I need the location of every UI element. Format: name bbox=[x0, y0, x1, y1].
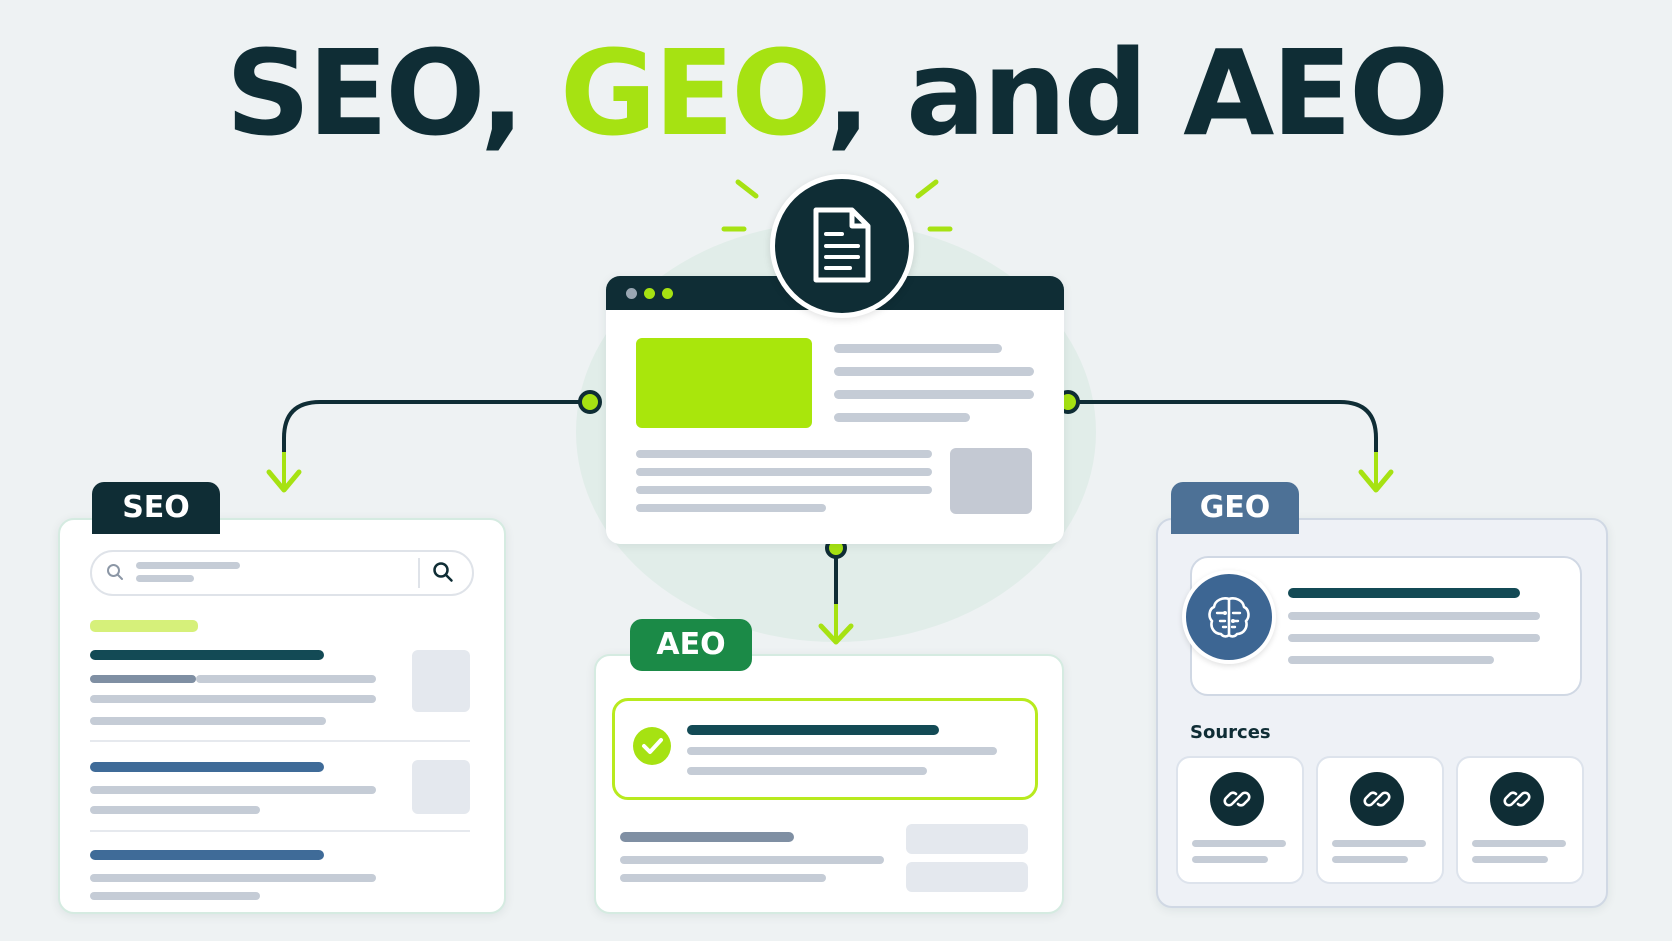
ai-answer-line bbox=[1288, 656, 1494, 664]
ai-answer-card bbox=[1182, 556, 1582, 696]
title-rest: , and AEO bbox=[826, 24, 1449, 162]
result-thumbnail bbox=[412, 760, 470, 814]
featured-highlight bbox=[90, 620, 198, 632]
geo-label: GEO bbox=[1171, 482, 1299, 534]
divider bbox=[90, 740, 470, 742]
source-line bbox=[1332, 856, 1408, 863]
title-seo: SEO, bbox=[225, 24, 525, 162]
result-snippet bbox=[196, 675, 376, 683]
window-dot bbox=[644, 288, 655, 299]
seo-panel bbox=[58, 518, 506, 914]
source-line bbox=[1332, 840, 1426, 847]
text-line bbox=[834, 390, 1034, 399]
related-block bbox=[906, 862, 1028, 892]
answer-box bbox=[612, 698, 1038, 800]
source-line bbox=[1192, 856, 1268, 863]
aeo-label: AEO bbox=[630, 619, 752, 671]
title-geo: GEO bbox=[559, 24, 829, 162]
result-url bbox=[90, 675, 196, 683]
answer-line bbox=[687, 767, 927, 775]
aeo-panel bbox=[594, 654, 1064, 914]
search-icon bbox=[107, 564, 123, 580]
result-thumbnail bbox=[412, 650, 470, 712]
source-line bbox=[1472, 840, 1566, 847]
result-title[interactable] bbox=[90, 762, 324, 772]
related-block bbox=[906, 824, 1028, 854]
checkmark-icon bbox=[633, 727, 671, 765]
query-line bbox=[136, 562, 240, 569]
result-snippet bbox=[90, 892, 260, 900]
link-icon bbox=[1210, 772, 1264, 826]
ai-answer-title bbox=[1288, 588, 1520, 598]
document-icon bbox=[770, 174, 914, 318]
related-line bbox=[620, 856, 884, 864]
search-bar[interactable] bbox=[90, 550, 474, 596]
result-snippet bbox=[90, 874, 376, 882]
thumbnail-image bbox=[950, 448, 1032, 514]
text-line bbox=[834, 344, 1002, 353]
window-dot bbox=[662, 288, 673, 299]
query-line bbox=[136, 575, 194, 582]
hero-image-block bbox=[636, 338, 812, 428]
related-title bbox=[620, 832, 794, 842]
result-title[interactable] bbox=[90, 650, 324, 660]
text-line bbox=[636, 486, 932, 494]
source-card[interactable] bbox=[1316, 756, 1444, 884]
result-snippet bbox=[90, 695, 376, 703]
ai-answer-line bbox=[1288, 634, 1540, 642]
source-line bbox=[1472, 856, 1548, 863]
source-card[interactable] bbox=[1456, 756, 1584, 884]
text-line bbox=[636, 504, 826, 512]
link-icon bbox=[1350, 772, 1404, 826]
text-line bbox=[636, 450, 932, 458]
seo-label: SEO bbox=[92, 482, 220, 534]
text-line bbox=[834, 367, 1034, 376]
result-snippet bbox=[90, 806, 260, 814]
geo-panel: Sources bbox=[1156, 518, 1608, 908]
ai-answer-line bbox=[1288, 612, 1540, 620]
magnifier-icon[interactable] bbox=[432, 561, 454, 583]
result-title[interactable] bbox=[90, 850, 324, 860]
answer-title bbox=[687, 725, 939, 735]
divider bbox=[90, 830, 470, 832]
result-snippet bbox=[90, 717, 326, 725]
result-snippet bbox=[90, 786, 376, 794]
source-line bbox=[1192, 840, 1286, 847]
brain-icon bbox=[1182, 570, 1276, 664]
search-divider bbox=[418, 558, 420, 588]
window-dot bbox=[626, 288, 637, 299]
link-icon bbox=[1490, 772, 1544, 826]
text-line bbox=[636, 468, 932, 476]
sources-label: Sources bbox=[1190, 722, 1271, 743]
answer-line bbox=[687, 747, 997, 755]
source-card[interactable] bbox=[1176, 756, 1304, 884]
page-title: SEO, GEO, and AEO bbox=[0, 28, 1672, 158]
related-line bbox=[620, 874, 826, 882]
text-line bbox=[834, 413, 970, 422]
